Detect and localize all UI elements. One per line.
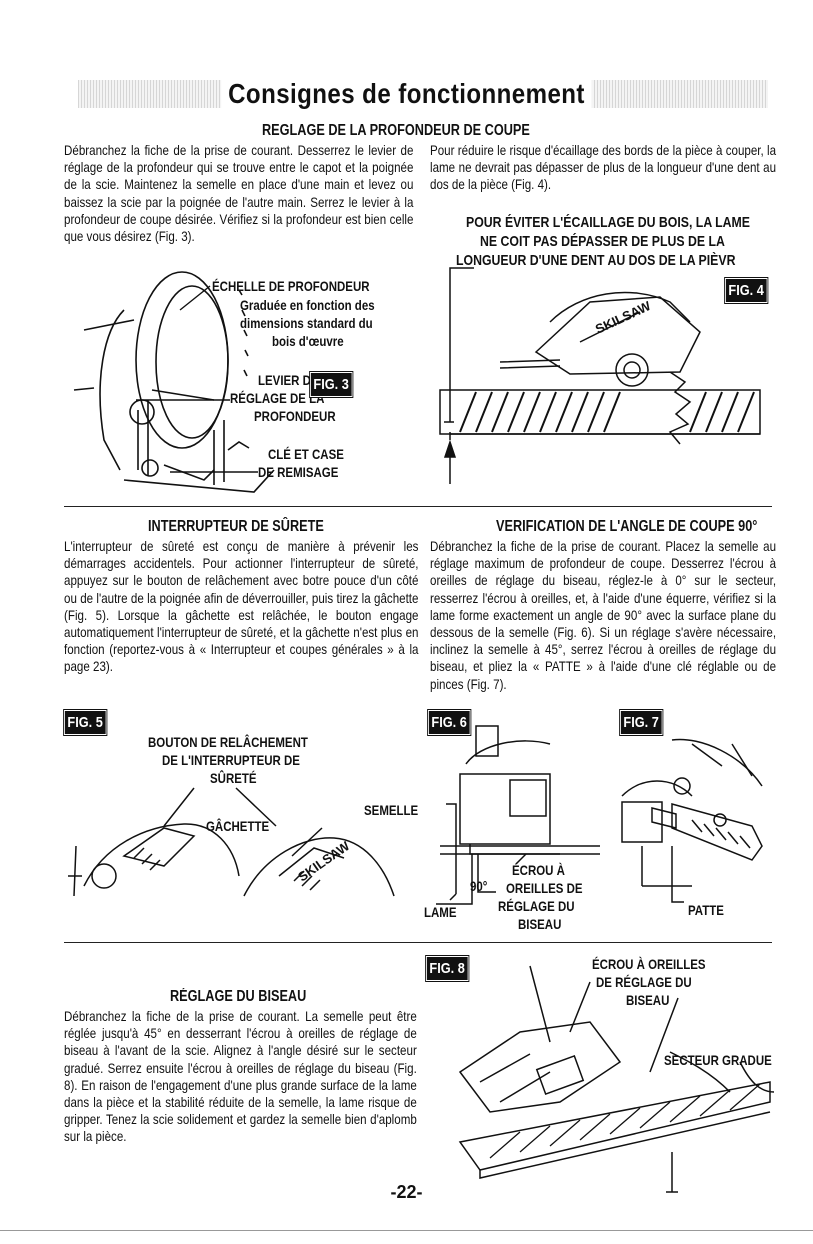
fig8-badge: FIG. 8 (425, 955, 470, 982)
divider-2 (64, 942, 772, 943)
trigger-paragraph: L'interrupteur de sûreté est conçu de ma… (64, 539, 419, 675)
fig3-scale-leader (180, 282, 220, 322)
fig3-key-line-1: CLÉ ET CASE (268, 446, 344, 462)
fig4-badge: FIG. 4 (724, 277, 769, 304)
depth-left-paragraph: Débranchez la fiche de la prise de coura… (64, 143, 414, 245)
divider-1 (64, 506, 772, 507)
fig3-scale-sub-3: bois d'œuvre (272, 333, 344, 349)
fig5-release-line-2: DE L'INTERRUPTEUR DE (162, 752, 300, 768)
trigger-section-title: INTERRUPTEUR DE SÛRETE (148, 518, 324, 535)
fig6-shoe-label: SEMELLE (364, 802, 419, 818)
fig6-square-check-illustration (420, 714, 620, 914)
footer-edge-line (0, 1230, 813, 1231)
warning-line-2: NE COIT PAS DÉPASSER DE PLUS DE LA (480, 233, 725, 250)
depth-section-title: REGLAGE DE LA PROFONDEUR DE COUPE (262, 122, 530, 139)
fig7-badge: FIG. 7 (619, 709, 664, 736)
fig6-nut-line-2: OREILLES DE (506, 880, 583, 896)
fig8-nut-line-2: DE RÉGLAGE DU (596, 974, 692, 990)
fig6-nut-line-4: BISEAU (518, 916, 562, 932)
fig8-nut-line-1: ÉCROU À OREILLES (592, 956, 706, 972)
page-number: -22- (390, 1182, 423, 1202)
page-title: Consignes de fonctionnement (57, 78, 756, 110)
fig3-key-line-2: DE REMISAGE (258, 464, 339, 480)
fig5-trigger-illustration: SKILSAW (64, 786, 426, 898)
depth-right-paragraph: Pour réduire le risque d'écaillage des b… (430, 143, 777, 193)
fig6-nut-line-3: RÉGLAGE DU (498, 898, 575, 914)
fig5-release-line-3: SÛRETÉ (210, 770, 257, 786)
page-title-text: Consignes de fonctionnement (221, 78, 592, 109)
fig6-blade-label: LAME (424, 904, 457, 920)
fig4-saw-splintering-illustration: SKILSAW (440, 262, 770, 484)
fig3-lever-line-1: LEVIER DE (258, 372, 319, 388)
warning-line-1: POUR ÉVITER L'ÉCAILLAGE DU BOIS, LA LAME (466, 214, 751, 231)
warning-line-3: LONGUEUR D'UNE DENT AU DOS DE LA PIÈVR (456, 252, 736, 269)
fig5-trigger-label: GÂCHETTE (206, 818, 270, 834)
fig6-nut-line-1: ÉCROU À (512, 862, 565, 878)
fig3-scale-sub-2: dimensions standard du (240, 315, 373, 331)
fig3-key-leader (170, 468, 260, 478)
fig3-lever-line-2: RÉGLAGE DE LA (230, 390, 325, 406)
fig3-scale-sub-1: Graduée en fonction des (240, 297, 375, 313)
bevel-section-title: RÉGLAGE DU BISEAU (170, 988, 307, 1005)
fig7-tab-label: PATTE (688, 902, 724, 918)
fig5-badge: FIG. 5 (63, 709, 108, 736)
fig3-badge: FIG. 3 (309, 371, 354, 398)
fig7-wrench-illustration (612, 736, 772, 912)
fig3-lever-leader (136, 396, 236, 406)
fig4-brand-mark: SKILSAW (593, 298, 654, 337)
fig8-nut-line-3: BISEAU (626, 992, 670, 1008)
angle-paragraph: Débranchez la fiche de la prise de coura… (430, 539, 777, 692)
fig3-saw-depth-illustration (64, 270, 344, 500)
fig3-lever-line-3: PROFONDEUR (254, 408, 336, 424)
bevel-paragraph: Débranchez la fiche de la prise de coura… (64, 1009, 417, 1145)
fig8-quadrant-label: SECTEUR GRADUE (664, 1052, 772, 1068)
fig5-release-line-1: BOUTON DE RELÂCHEMENT (148, 734, 308, 750)
fig8-bevel-illustration (440, 962, 780, 1194)
angle-section-title: VERIFICATION DE L'ANGLE DE COUPE 90° (496, 518, 758, 535)
fig6-badge: FIG. 6 (427, 709, 472, 736)
fig3-scale-title: ÉCHELLE DE PROFONDEUR (212, 278, 370, 294)
